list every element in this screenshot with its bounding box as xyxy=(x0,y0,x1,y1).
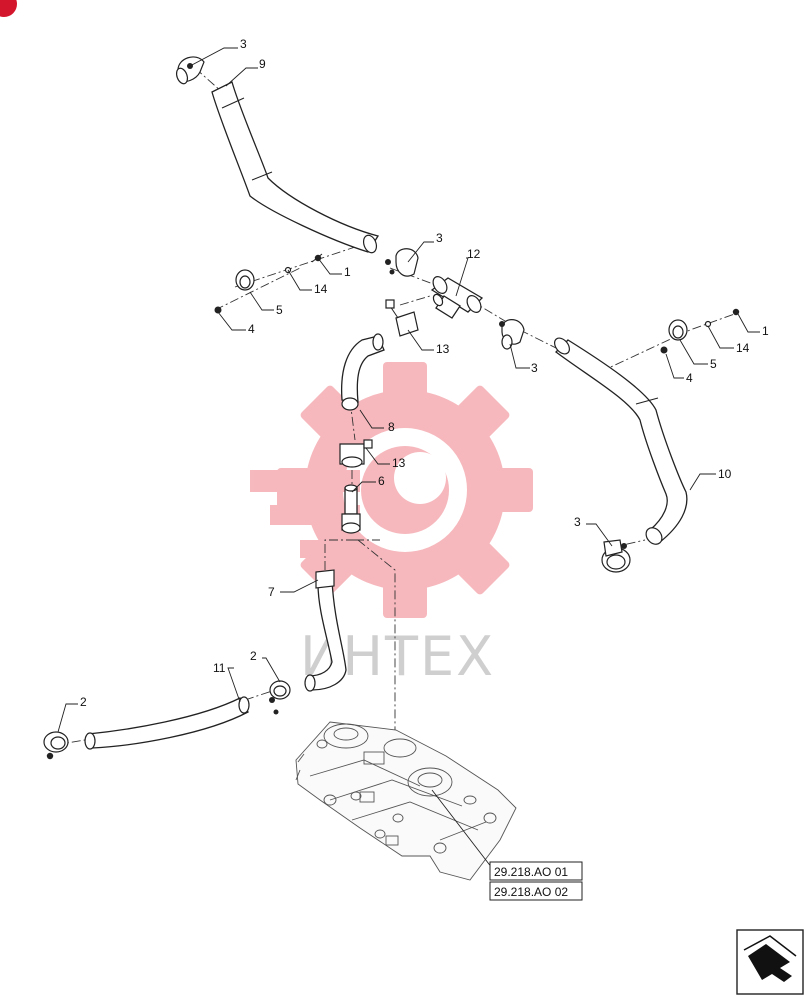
hose-7 xyxy=(304,569,347,692)
callout-1-left: 1 xyxy=(344,265,351,279)
callout-13-top: 13 xyxy=(436,342,450,356)
clamp-3-low xyxy=(601,539,631,573)
reference-boxes: 29.218.AO 01 29.218.AO 02 xyxy=(489,861,583,901)
reference-29-218-ao-01: 29.218.AO 01 xyxy=(494,865,568,879)
clamp-3-right xyxy=(499,319,525,350)
clamp-3-top xyxy=(175,56,205,85)
callout-5-right: 5 xyxy=(710,357,717,371)
previous-page-arrow-icon[interactable] xyxy=(736,929,804,995)
tee-12 xyxy=(430,276,484,319)
callout-2-left: 2 xyxy=(80,695,87,709)
clamp-13-mid xyxy=(339,439,373,468)
fitting-6 xyxy=(341,484,361,534)
hose-10 xyxy=(554,337,688,545)
callout-7: 7 xyxy=(268,585,275,599)
hose-9 xyxy=(211,81,380,254)
callout-10: 10 xyxy=(718,467,732,481)
clamp-13-top xyxy=(385,299,419,337)
hose-11 xyxy=(84,696,250,750)
callout-1-right: 1 xyxy=(762,324,769,338)
callout-12: 12 xyxy=(467,247,481,261)
callout-4-left: 4 xyxy=(248,322,255,336)
callout-5-left: 5 xyxy=(276,303,283,317)
callout-2-mid: 2 xyxy=(250,649,257,663)
callout-11: 11 xyxy=(213,661,226,675)
callout-3-mid: 3 xyxy=(436,231,443,245)
callout-3-right: 3 xyxy=(531,361,538,375)
callout-9: 9 xyxy=(259,57,266,71)
clamp-2-mid xyxy=(269,680,291,715)
callout-13-mid: 13 xyxy=(392,456,406,470)
clamp-5-right xyxy=(660,308,740,354)
centerlines xyxy=(54,67,741,746)
callout-6: 6 xyxy=(378,474,385,488)
callout-14-left: 14 xyxy=(314,282,328,296)
clamp-3-mid xyxy=(385,248,419,277)
callout-4-right: 4 xyxy=(686,371,693,385)
clamp-2-left xyxy=(43,731,69,760)
reference-29-218-ao-02: 29.218.AO 02 xyxy=(494,885,568,899)
watermark-gear-icon xyxy=(250,362,533,618)
corner-badge xyxy=(0,0,17,17)
callout-14-right: 14 xyxy=(736,341,750,355)
leader-lines xyxy=(57,47,760,869)
callout-3-top: 3 xyxy=(240,37,247,51)
hose-8 xyxy=(340,333,385,411)
callout-8: 8 xyxy=(388,420,395,434)
callout-3-low: 3 xyxy=(574,515,581,529)
callout-labels: 3 9 3 12 1 14 5 4 13 3 1 14 5 4 8 13 6 1… xyxy=(80,37,769,709)
